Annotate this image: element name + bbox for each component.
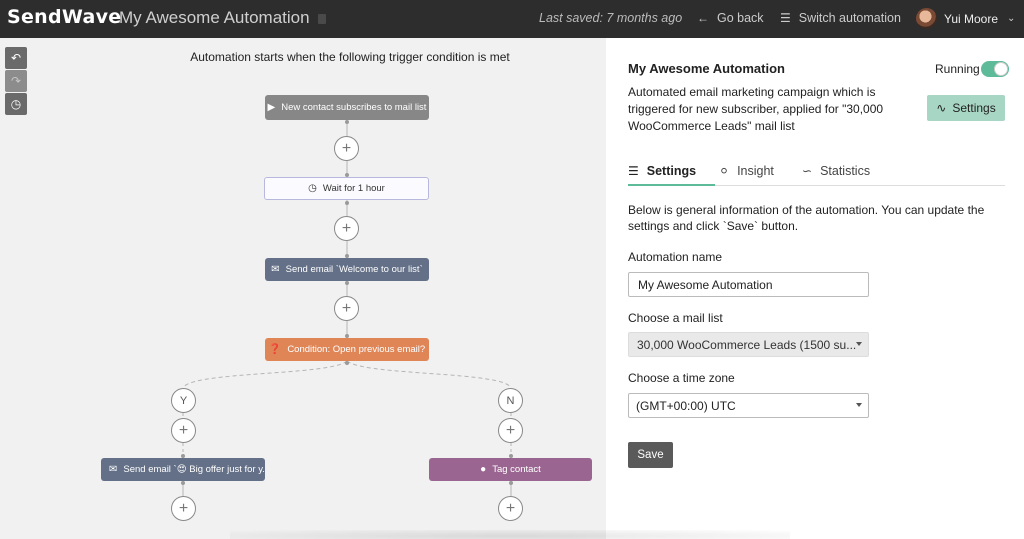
arrow-left-icon: ← bbox=[697, 11, 709, 25]
top-bar: SendWave My Awesome Automation Last save… bbox=[0, 0, 1024, 38]
tab-statistics[interactable]: ∽ Statistics bbox=[802, 160, 870, 182]
envelope-icon: ✉ bbox=[271, 264, 280, 275]
active-tab-indicator bbox=[628, 184, 715, 186]
chevron-down-icon: ⌄ bbox=[1007, 13, 1016, 24]
tab-settings[interactable]: ☰ Settings bbox=[628, 160, 696, 182]
send-email-node-label: Send email `Welcome to our list` bbox=[285, 264, 423, 275]
automation-canvas[interactable]: ↶ ↷ ◷ Automation starts when the followi… bbox=[0, 38, 606, 539]
add-step-button[interactable]: + bbox=[334, 136, 359, 161]
automation-title[interactable]: My Awesome Automation bbox=[119, 8, 310, 27]
canvas-toolbar: ↶ ↷ ◷ bbox=[5, 47, 27, 116]
tab-insight-label: Insight bbox=[737, 164, 774, 178]
timezone-value: (GMT+00:00) UTC bbox=[636, 398, 736, 413]
condition-node-label: Condition: Open previous email? bbox=[287, 344, 426, 355]
trend-icon: ∽ bbox=[802, 164, 813, 178]
user-menu[interactable]: Yui Moore ⌄ bbox=[916, 8, 1015, 29]
brand-logo[interactable]: SendWave bbox=[7, 6, 122, 28]
user-icon: ● bbox=[480, 464, 487, 475]
wait-node[interactable]: ◷ Wait for 1 hour bbox=[264, 177, 429, 200]
redo-icon[interactable]: ↷ bbox=[5, 70, 27, 92]
go-back-label: Go back bbox=[717, 11, 764, 25]
menu-icon: ☰ bbox=[628, 164, 639, 178]
history-icon[interactable]: ◷ bbox=[5, 93, 27, 115]
canvas-heading: Automation starts when the following tri… bbox=[190, 50, 510, 64]
edit-icon[interactable] bbox=[318, 14, 326, 24]
add-step-button[interactable]: + bbox=[498, 496, 523, 521]
mail-list-select[interactable]: 30,000 WooCommerce Leads (1500 su... bbox=[628, 332, 869, 357]
mail-list-value: 30,000 WooCommerce Leads (1500 su... bbox=[637, 337, 857, 352]
condition-node[interactable]: ❓ Condition: Open previous email? bbox=[265, 338, 429, 361]
send-email-node[interactable]: ✉ Send email `😍 Big offer just for y... bbox=[101, 458, 265, 481]
caret-down-icon bbox=[856, 403, 862, 407]
envelope-icon: ✉ bbox=[109, 464, 118, 475]
send-email-node-label: Send email `😍 Big offer just for y... bbox=[123, 464, 265, 475]
insight-icon: ⚪ bbox=[719, 164, 730, 178]
branch-no: N bbox=[498, 388, 523, 413]
tab-insight[interactable]: ⚪ Insight bbox=[719, 160, 774, 182]
add-step-button[interactable]: + bbox=[171, 496, 196, 521]
bottom-shadow bbox=[230, 530, 790, 539]
panel-tabs: ☰ Settings ⚪ Insight ∽ Statistics bbox=[628, 156, 1005, 186]
settings-button[interactable]: ∿ Settings bbox=[927, 95, 1005, 121]
switch-automation-link[interactable]: ☰ Switch automation bbox=[780, 11, 901, 25]
add-step-button[interactable]: + bbox=[171, 418, 196, 443]
mail-list-label: Choose a mail list bbox=[628, 311, 723, 325]
undo-icon[interactable]: ↶ bbox=[5, 47, 27, 69]
wait-node-label: Wait for 1 hour bbox=[322, 183, 385, 194]
save-button[interactable]: Save bbox=[628, 442, 673, 468]
tag-contact-node-label: Tag contact bbox=[492, 464, 541, 475]
switch-automation-label: Switch automation bbox=[798, 11, 901, 25]
settings-graph-icon: ∿ bbox=[936, 101, 947, 115]
automation-description: Automated email marketing campaign which… bbox=[628, 85, 884, 133]
add-step-button[interactable]: + bbox=[334, 296, 359, 321]
caret-down-icon bbox=[856, 342, 862, 346]
last-saved-status: Last saved: 7 months ago bbox=[539, 11, 683, 25]
tab-statistics-label: Statistics bbox=[820, 164, 871, 178]
user-name: Yui Moore bbox=[944, 11, 999, 26]
settings-info: Below is general information of the auto… bbox=[628, 203, 985, 233]
tag-contact-node[interactable]: ● Tag contact bbox=[429, 458, 592, 481]
send-email-node[interactable]: ✉ Send email `Welcome to our list` bbox=[265, 258, 429, 281]
add-step-button[interactable]: + bbox=[334, 216, 359, 241]
branch-yes: Y bbox=[171, 388, 196, 413]
play-icon: ▶ bbox=[267, 102, 276, 113]
trigger-node-label: New contact subscribes to mail list bbox=[281, 102, 427, 113]
panel-title: My Awesome Automation bbox=[628, 61, 785, 76]
add-step-button[interactable]: + bbox=[498, 418, 523, 443]
timezone-select[interactable]: (GMT+00:00) UTC bbox=[628, 393, 869, 418]
question-icon: ❓ bbox=[268, 344, 282, 355]
automation-name-label: Automation name bbox=[628, 250, 723, 264]
list-icon: ☰ bbox=[780, 11, 791, 25]
automation-settings-panel: My Awesome Automation Running Automated … bbox=[606, 38, 1024, 539]
running-toggle[interactable] bbox=[981, 61, 1009, 77]
running-label: Running bbox=[935, 62, 980, 76]
timezone-label: Choose a time zone bbox=[628, 371, 735, 385]
settings-button-label: Settings bbox=[952, 101, 996, 115]
clock-icon: ◷ bbox=[308, 183, 317, 194]
go-back-link[interactable]: ← Go back bbox=[697, 11, 764, 25]
automation-name-input[interactable]: My Awesome Automation bbox=[628, 272, 869, 297]
avatar bbox=[916, 8, 937, 29]
tab-settings-label: Settings bbox=[646, 164, 697, 178]
trigger-node[interactable]: ▶ New contact subscribes to mail list bbox=[265, 95, 429, 120]
